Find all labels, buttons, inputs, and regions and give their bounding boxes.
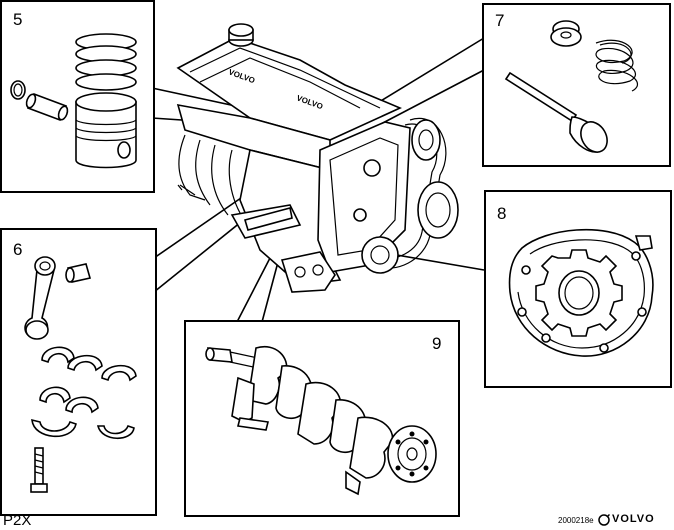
panel-valve: 7 [482, 3, 671, 167]
crankshaft-icon [205, 345, 437, 496]
model-label: P2X [3, 512, 32, 529]
panel-number: 5 [13, 10, 23, 29]
panel-oil-pump: 8 [484, 190, 672, 388]
valve-icon [504, 20, 639, 153]
figure-code: 2000218e [558, 516, 594, 525]
panel-number: 9 [432, 334, 442, 353]
volvo-logo-icon [598, 514, 610, 526]
connecting-rod-icon [24, 256, 137, 493]
panel-piston: 5 [0, 0, 155, 193]
brand-wordmark: VOLVO [612, 513, 655, 525]
panel-crankshaft: 9 [184, 320, 460, 517]
engine-block: VOLVO VOLVO [176, 23, 459, 293]
panel-number: 8 [497, 204, 507, 223]
oil-pump-icon [508, 228, 654, 357]
panel-number: 6 [13, 240, 23, 259]
piston-icon [10, 33, 137, 169]
panel-number: 7 [495, 11, 505, 30]
panel-connecting-rod: 6 [0, 228, 157, 516]
